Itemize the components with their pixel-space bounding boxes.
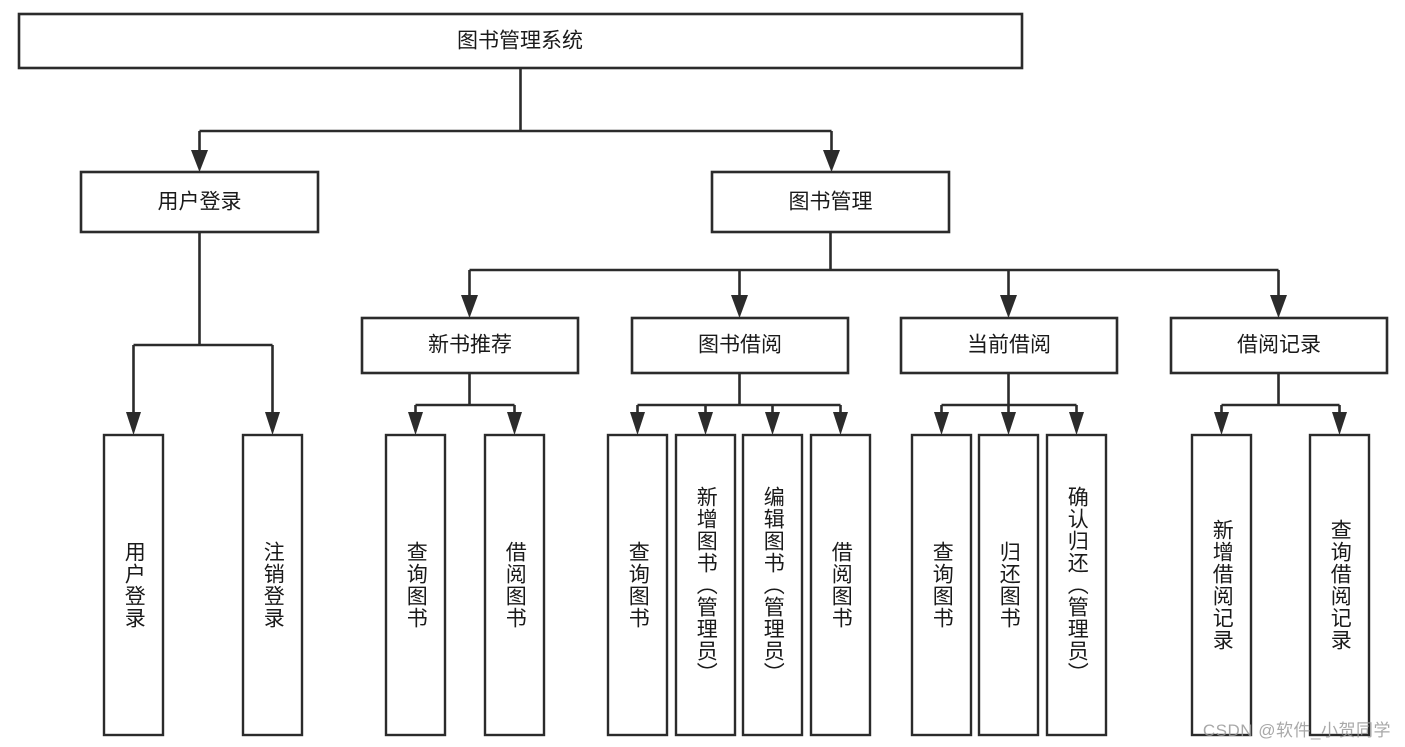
root-node-label: 图书管理系统 <box>457 30 583 53</box>
user-login-label: 用户登录 <box>158 191 242 214</box>
arrowhead-new-book-recommend <box>461 295 478 318</box>
node-new-book-recommend[interactable]: 新书推荐 <box>360 316 580 375</box>
leaf-box-user-login[interactable] <box>102 433 165 737</box>
node-borrow-record[interactable]: 借阅记录 <box>1169 316 1389 375</box>
arrowhead-leaf-query-book-3 <box>934 412 949 435</box>
leaf-box-add-record[interactable] <box>1190 433 1253 737</box>
leaf-box-confirm-return[interactable] <box>1045 433 1108 737</box>
new-book-recommend-label: 新书推荐 <box>428 334 512 357</box>
leaf-box-query-book-3[interactable] <box>910 433 973 737</box>
arrowhead-user-login <box>191 150 208 172</box>
leaf-box-query-book-1[interactable] <box>384 433 447 737</box>
arrowhead-leaf-edit-book <box>765 412 780 435</box>
arrowhead-leaf-add-record <box>1214 412 1229 435</box>
leaf-box-return-book[interactable] <box>977 433 1040 737</box>
node-book-borrow[interactable]: 图书借阅 <box>630 316 850 375</box>
node-root-system[interactable]: 图书管理系统 <box>17 12 1024 70</box>
node-current-borrow[interactable]: 当前借阅 <box>899 316 1119 375</box>
current-borrow-box[interactable] <box>899 316 1119 375</box>
leaf-box-edit-book[interactable] <box>741 433 804 737</box>
arrowhead-book-borrow <box>731 295 748 318</box>
leaf-box-query-record[interactable] <box>1308 433 1371 737</box>
borrow-record-box[interactable] <box>1169 316 1389 375</box>
leaf-box-logout-login[interactable] <box>241 433 304 737</box>
arrowhead-leaf-user-login <box>126 412 141 435</box>
book-manage-label: 图书管理 <box>789 191 873 214</box>
leaf-box-borrow-book-2[interactable] <box>809 433 872 737</box>
book-manage-box[interactable] <box>710 170 951 234</box>
arrowhead-leaf-borrow-book-2 <box>833 412 848 435</box>
borrow-record-label: 借阅记录 <box>1237 334 1321 357</box>
book-borrow-label: 图书借阅 <box>698 334 782 357</box>
csdn-watermark: CSDN @软件_小贺同学 <box>1202 721 1391 740</box>
arrowhead-book-manage <box>823 150 840 172</box>
current-borrow-label: 当前借阅 <box>967 334 1051 357</box>
leaf-box-query-book-2[interactable] <box>606 433 669 737</box>
arrowhead-current-borrow <box>1000 295 1017 318</box>
arrowhead-leaf-query-record <box>1332 412 1347 435</box>
new-book-recommend-box[interactable] <box>360 316 580 375</box>
leaf-box-add-book[interactable] <box>674 433 737 737</box>
node-book-manage[interactable]: 图书管理 <box>710 170 951 234</box>
node-user-login[interactable]: 用户登录 <box>79 170 320 234</box>
arrowhead-leaf-return-book <box>1001 412 1016 435</box>
arrowhead-leaf-add-book <box>698 412 713 435</box>
arrowhead-leaf-borrow-book-1 <box>507 412 522 435</box>
arrowhead-leaf-confirm-return <box>1069 412 1084 435</box>
arrowhead-leaf-query-book-1 <box>408 412 423 435</box>
book-borrow-box[interactable] <box>630 316 850 375</box>
leaf-box-borrow-book-1[interactable] <box>483 433 546 737</box>
root-node-box[interactable] <box>17 12 1024 70</box>
arrowhead-leaf-logout-login <box>265 412 280 435</box>
arrowhead-borrow-record <box>1270 295 1287 318</box>
arrowhead-leaf-query-book-2 <box>630 412 645 435</box>
